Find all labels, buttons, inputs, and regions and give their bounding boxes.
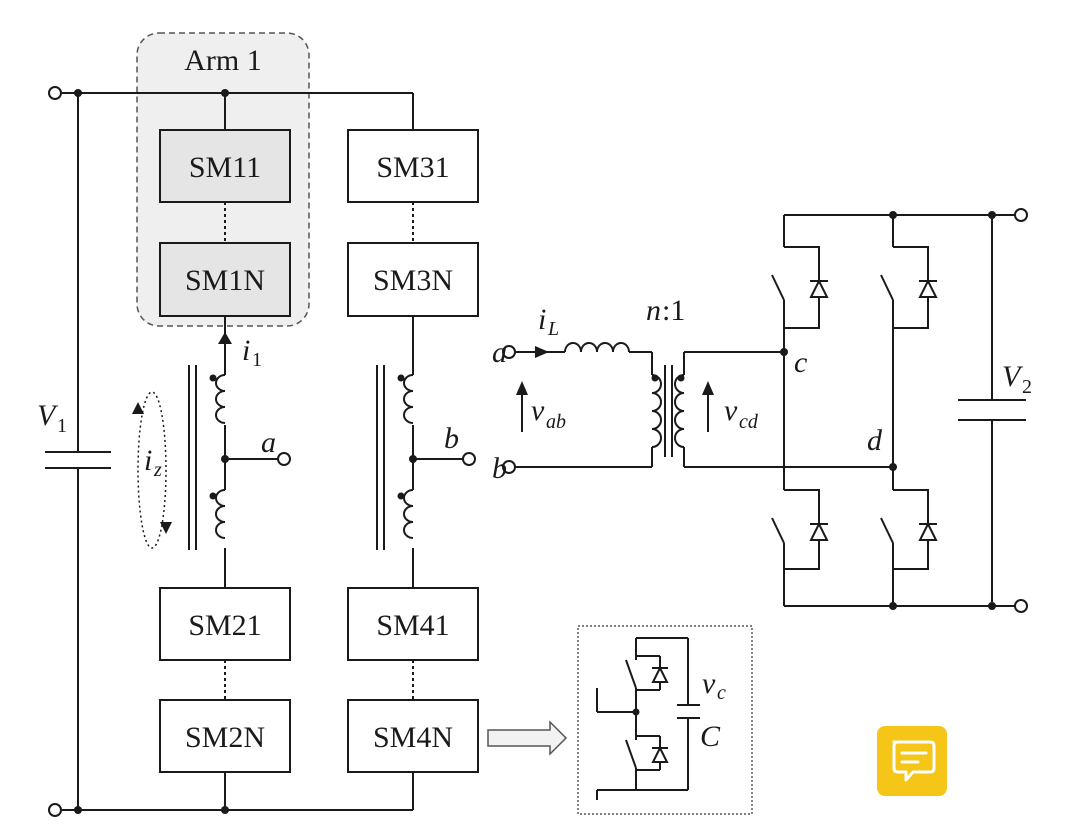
- vab-label: v: [531, 394, 545, 427]
- sm1n-box: [159, 242, 291, 317]
- chat-bubble-icon: [892, 740, 936, 782]
- vcd-subscript: cd: [739, 411, 759, 433]
- node-a-label: a: [261, 426, 276, 459]
- sm3n-box: [347, 242, 479, 317]
- chat-button[interactable]: [877, 726, 947, 796]
- right-leg-wires: [409, 93, 463, 810]
- input-a-label: a: [492, 336, 507, 369]
- sm21-box: [159, 587, 291, 661]
- dc-bus-left: [45, 86, 413, 817]
- sm31-label: SM31: [376, 151, 449, 184]
- terminal-b-leg: [462, 452, 476, 466]
- v1-label: V: [37, 399, 59, 432]
- sm1n-label: SM1N: [185, 264, 265, 297]
- sm11-box: [159, 129, 291, 203]
- ac-link: [515, 342, 893, 468]
- iz-subscript: z: [153, 459, 162, 481]
- v1-subscript: 1: [57, 415, 67, 437]
- right-coupled-inductor: [376, 365, 414, 550]
- arm-1-label: Arm 1: [184, 44, 262, 77]
- node-c-label: c: [794, 346, 807, 379]
- iz-arrow-up: [132, 402, 144, 414]
- vcd-label: v: [724, 394, 738, 427]
- terminal-top-left: [48, 86, 62, 100]
- cap-c-label: C: [700, 720, 721, 753]
- i1-arrow: [218, 332, 232, 344]
- iz-loop: [137, 391, 167, 549]
- terminal-bottom-right: [1014, 599, 1028, 613]
- left-leg-wires: [221, 93, 278, 810]
- vab-subscript: ab: [546, 411, 566, 433]
- sm41-label: SM41: [376, 609, 449, 642]
- terminal-b-input: [502, 460, 516, 474]
- sm4n-label: SM4N: [373, 721, 453, 754]
- terminal-bottom-left: [48, 803, 62, 817]
- sm41-box: [347, 587, 479, 661]
- sm11-label: SM11: [189, 151, 261, 184]
- terminal-top-right: [1014, 208, 1028, 222]
- sm21-label: SM21: [188, 609, 261, 642]
- v2-label: V: [1002, 360, 1024, 393]
- ratio-rest-label: :1: [662, 294, 685, 327]
- detail-arrow: [487, 720, 568, 756]
- vab-arrow-head: [516, 381, 528, 395]
- input-b-label: b: [492, 452, 507, 485]
- submodule-detail-box: [577, 625, 753, 815]
- node-d-label: d: [867, 424, 883, 457]
- terminal-a-leg: [277, 452, 291, 466]
- sm3n-label: SM3N: [373, 264, 453, 297]
- sm4n-box: [347, 699, 479, 773]
- i1-label: i: [242, 334, 250, 367]
- node-b-label: b: [444, 422, 459, 455]
- il-subscript: L: [547, 318, 559, 340]
- left-coupled-inductor: [188, 365, 226, 550]
- submodule-detail-circuit: [596, 637, 700, 800]
- v2-subscript: 2: [1022, 376, 1032, 398]
- il-arrow: [535, 346, 549, 358]
- terminal-a-input: [502, 345, 516, 359]
- iz-arrow-down: [160, 522, 172, 534]
- ratio-n-label: n: [646, 294, 661, 327]
- sm2n-label: SM2N: [185, 721, 265, 754]
- sm2n-box: [159, 699, 291, 773]
- sm31-box: [347, 129, 479, 203]
- h-bridge: [771, 211, 1026, 610]
- iz-label: i: [144, 444, 152, 477]
- vc-subscript: c: [717, 682, 726, 704]
- i1-subscript: 1: [252, 349, 262, 371]
- il-label: i: [538, 303, 546, 336]
- vc-label: v: [702, 667, 716, 700]
- vcd-arrow-head: [702, 381, 714, 395]
